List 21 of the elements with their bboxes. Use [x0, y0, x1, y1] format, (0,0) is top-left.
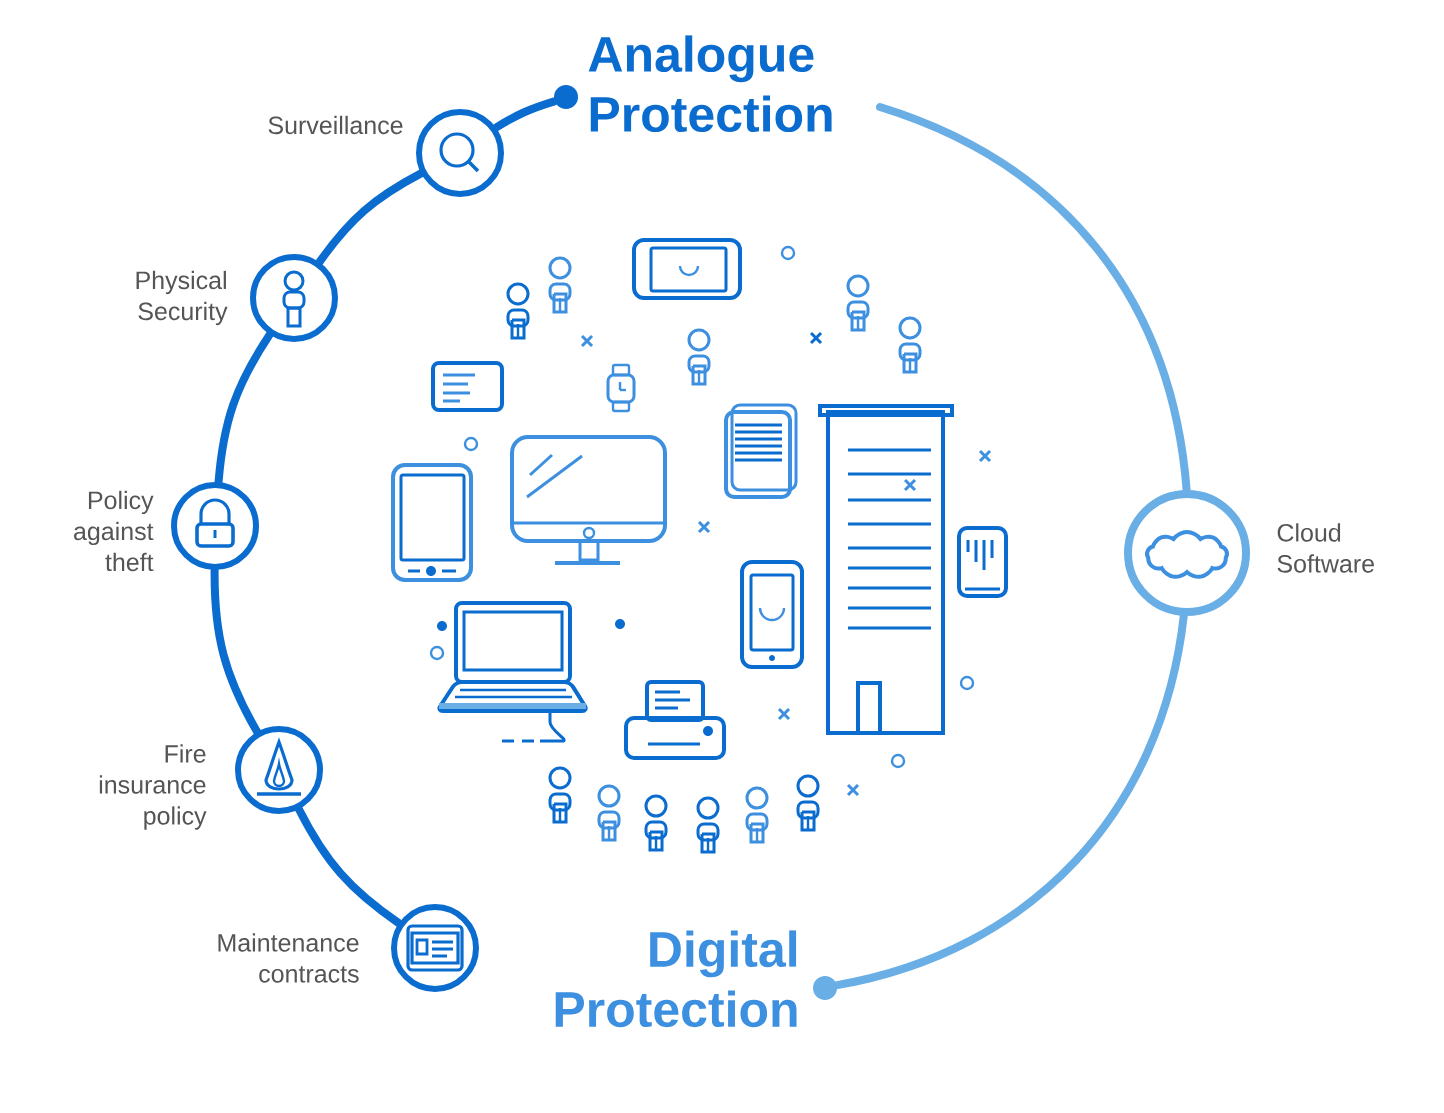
section-title: Analogue Protection [588, 35, 832, 133]
icon-circle [416, 109, 504, 197]
icon-circle [171, 482, 259, 570]
arc-line [210, 566, 262, 736]
arc-line [876, 103, 1191, 494]
section-title: Digital Protection [555, 930, 797, 1028]
arc-line [214, 330, 274, 487]
icon-circle [250, 254, 338, 342]
icon-label: Policy against theft [74, 490, 154, 572]
icon-label: Surveillance [268, 115, 403, 135]
icon-label: Physical Security [136, 270, 228, 326]
end-dot [554, 85, 578, 109]
icon-label: Maintenance contracts [218, 933, 359, 983]
icon-label: Fire insurance policy [99, 744, 207, 830]
arc-line [294, 805, 403, 928]
icon-circle [391, 904, 479, 992]
icon-label: Cloud Software [1277, 523, 1374, 573]
end-dot [813, 976, 837, 1000]
icon-circle [1124, 490, 1250, 616]
arc-line [315, 169, 426, 267]
arc-line [491, 97, 559, 132]
